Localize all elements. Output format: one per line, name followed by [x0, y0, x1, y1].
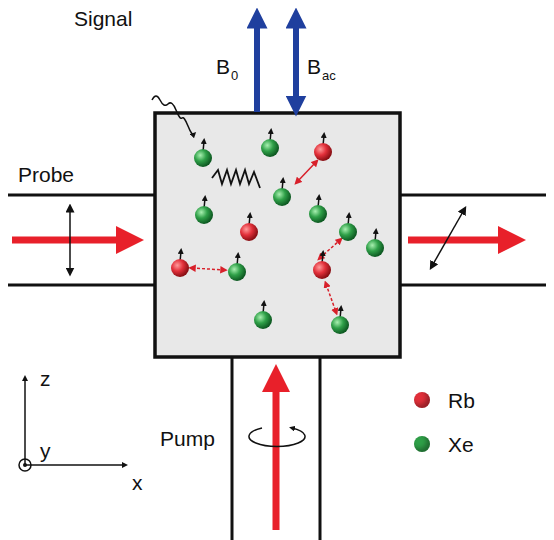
atom-sphere	[309, 205, 327, 223]
field-subscript: 0	[231, 69, 238, 82]
probe-label: Probe	[18, 164, 74, 185]
atom-sphere	[194, 149, 212, 167]
atom-sphere	[240, 223, 258, 241]
atom-sphere	[366, 239, 384, 257]
atom-sphere	[171, 259, 189, 277]
field-symbol: B	[307, 56, 321, 77]
field-symbol: B	[216, 56, 230, 77]
axis-label: y	[40, 440, 51, 461]
atom-sphere	[313, 261, 331, 279]
atom-sphere	[261, 139, 279, 157]
legend-swatch	[414, 436, 430, 452]
atom-sphere	[254, 311, 272, 329]
legend-text: Rb	[448, 390, 475, 411]
legend-swatch	[414, 392, 430, 408]
signal-label: Signal	[74, 8, 132, 29]
atom-sphere	[195, 206, 213, 224]
field-subscript: ac	[322, 69, 336, 82]
atom-sphere	[339, 223, 357, 241]
atom-sphere	[331, 316, 349, 334]
atom-sphere	[273, 188, 291, 206]
atom-sphere	[228, 263, 246, 281]
axis-label: z	[40, 368, 51, 389]
atom-sphere	[314, 143, 332, 161]
legend-text: Xe	[448, 434, 474, 455]
pump-label: Pump	[160, 428, 215, 449]
axis-label: x	[132, 472, 143, 493]
